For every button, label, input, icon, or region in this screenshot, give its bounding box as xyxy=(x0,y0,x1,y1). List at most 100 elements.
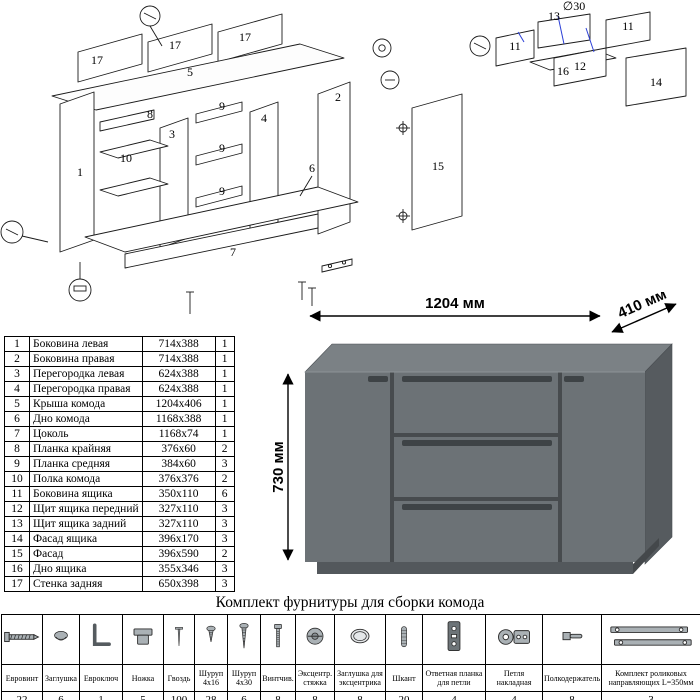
part-size: 355x346 xyxy=(141,561,216,577)
hardware-item-label: Ответная планка для петли xyxy=(422,664,486,692)
part-name: Боковина правая xyxy=(29,351,143,367)
hardware-item-qty: 4 xyxy=(422,691,486,700)
part-callout-9: 9 xyxy=(219,184,225,198)
part-name: Крыша комода xyxy=(29,396,143,412)
hardware-item-label: Полкодержатель xyxy=(542,664,602,692)
width-dimension-label: 1204 мм xyxy=(425,295,485,312)
drawer-handle-groove xyxy=(402,376,552,382)
hardware-icons-row xyxy=(1,614,700,665)
part-number: 2 xyxy=(4,351,30,367)
part-name: Боковина ящика xyxy=(29,486,143,502)
hardware-item-qty: 28 xyxy=(194,691,228,700)
part-callout-17: 17 xyxy=(169,38,181,52)
part-qty: 3 xyxy=(214,516,235,532)
plug-cap-icon xyxy=(42,614,80,665)
screw-4x30-icon xyxy=(227,614,261,665)
eccentric-cam-icon xyxy=(295,614,335,665)
part-qty: 1 xyxy=(214,396,235,412)
part-callout-14: 14 xyxy=(650,75,662,89)
part-size: 376x376 xyxy=(141,471,216,487)
part-qty: 3 xyxy=(214,561,235,577)
part-qty: 1 xyxy=(214,411,235,427)
part-size: 1204x406 xyxy=(141,396,216,412)
hardware-item-qty: 6 xyxy=(42,691,80,700)
part-qty: 1 xyxy=(214,426,235,442)
hardware-item-qty: 8 xyxy=(542,691,602,700)
part-size: 714x388 xyxy=(141,336,216,352)
drawer-handle-groove xyxy=(402,504,552,510)
shelf-support-icon xyxy=(542,614,602,665)
part-callout-12: 12 xyxy=(574,59,586,73)
hardware-item-qty: 100 xyxy=(163,691,195,700)
part-name: Боковина левая xyxy=(29,336,143,352)
chest-top-face xyxy=(304,343,673,373)
hardware-item-label: Гвоздь xyxy=(163,664,195,692)
hex-key-icon xyxy=(79,614,123,665)
part-qty: 2 xyxy=(214,441,235,457)
part-number: 11 xyxy=(4,486,30,502)
part-callout-∅30: ∅30 xyxy=(563,0,585,13)
part-name: Планка средняя xyxy=(29,456,143,472)
hardware-item-qty: 8 xyxy=(260,691,296,700)
chest-plinth xyxy=(317,562,633,574)
hardware-item-label: Евроключ xyxy=(79,664,123,692)
dimension-lines xyxy=(282,303,677,561)
part-number: 4 xyxy=(4,381,30,397)
strike-plate-icon xyxy=(422,614,486,665)
bolt-icon xyxy=(260,614,296,665)
part-callout-8: 8 xyxy=(147,107,153,121)
part-size: 714x388 xyxy=(141,351,216,367)
hardware-item-label: Шуруп 4x16 xyxy=(194,664,228,692)
part-callout-10: 10 xyxy=(120,151,132,165)
hardware-item-label: Шкант xyxy=(385,664,423,692)
part-callout-7: 7 xyxy=(230,245,236,259)
part-qty: 2 xyxy=(214,546,235,562)
part-number: 1 xyxy=(4,336,30,352)
part-callout-17: 17 xyxy=(91,53,103,67)
part-number: 9 xyxy=(4,456,30,472)
part-size: 327x110 xyxy=(141,516,216,532)
dowel-icon xyxy=(385,614,423,665)
part-name: Полка комода xyxy=(29,471,143,487)
hardware-item-qty: 1 xyxy=(79,691,123,700)
part-qty: 3 xyxy=(214,501,235,517)
part-callout-1: 1 xyxy=(77,165,83,179)
chest-of-drawers-render: 1204 мм 410 мм 730 мм xyxy=(270,286,677,574)
leg-icon xyxy=(122,614,164,665)
part-size: 624x388 xyxy=(141,381,216,397)
part-callout-15: 15 xyxy=(432,159,444,173)
hardware-item-label: Заглушка xyxy=(42,664,80,692)
part-qty: 1 xyxy=(214,366,235,382)
chest-front-face xyxy=(305,372,645,562)
part-name: Дно комода xyxy=(29,411,143,427)
hardware-item-label: Петля накладная xyxy=(485,664,543,692)
hardware-item-label: Шуруп 4x30 xyxy=(227,664,261,692)
part-qty: 1 xyxy=(214,336,235,352)
part-name: Фасад xyxy=(29,546,143,562)
depth-dimension-label: 410 мм xyxy=(615,292,669,322)
part-size: 396x170 xyxy=(141,531,216,547)
part-name: Планка крайняя xyxy=(29,441,143,457)
hardware-item-qty: 8 xyxy=(334,691,386,700)
drawer-handle-groove xyxy=(402,440,552,446)
part-size: 376x60 xyxy=(141,441,216,457)
part-callout-5: 5 xyxy=(187,65,193,79)
part-callout-17: 17 xyxy=(239,30,251,44)
part-name: Фасад ящика xyxy=(29,531,143,547)
part-callout-13: 13 xyxy=(548,9,560,23)
part-callout-16: 16 xyxy=(557,64,569,78)
